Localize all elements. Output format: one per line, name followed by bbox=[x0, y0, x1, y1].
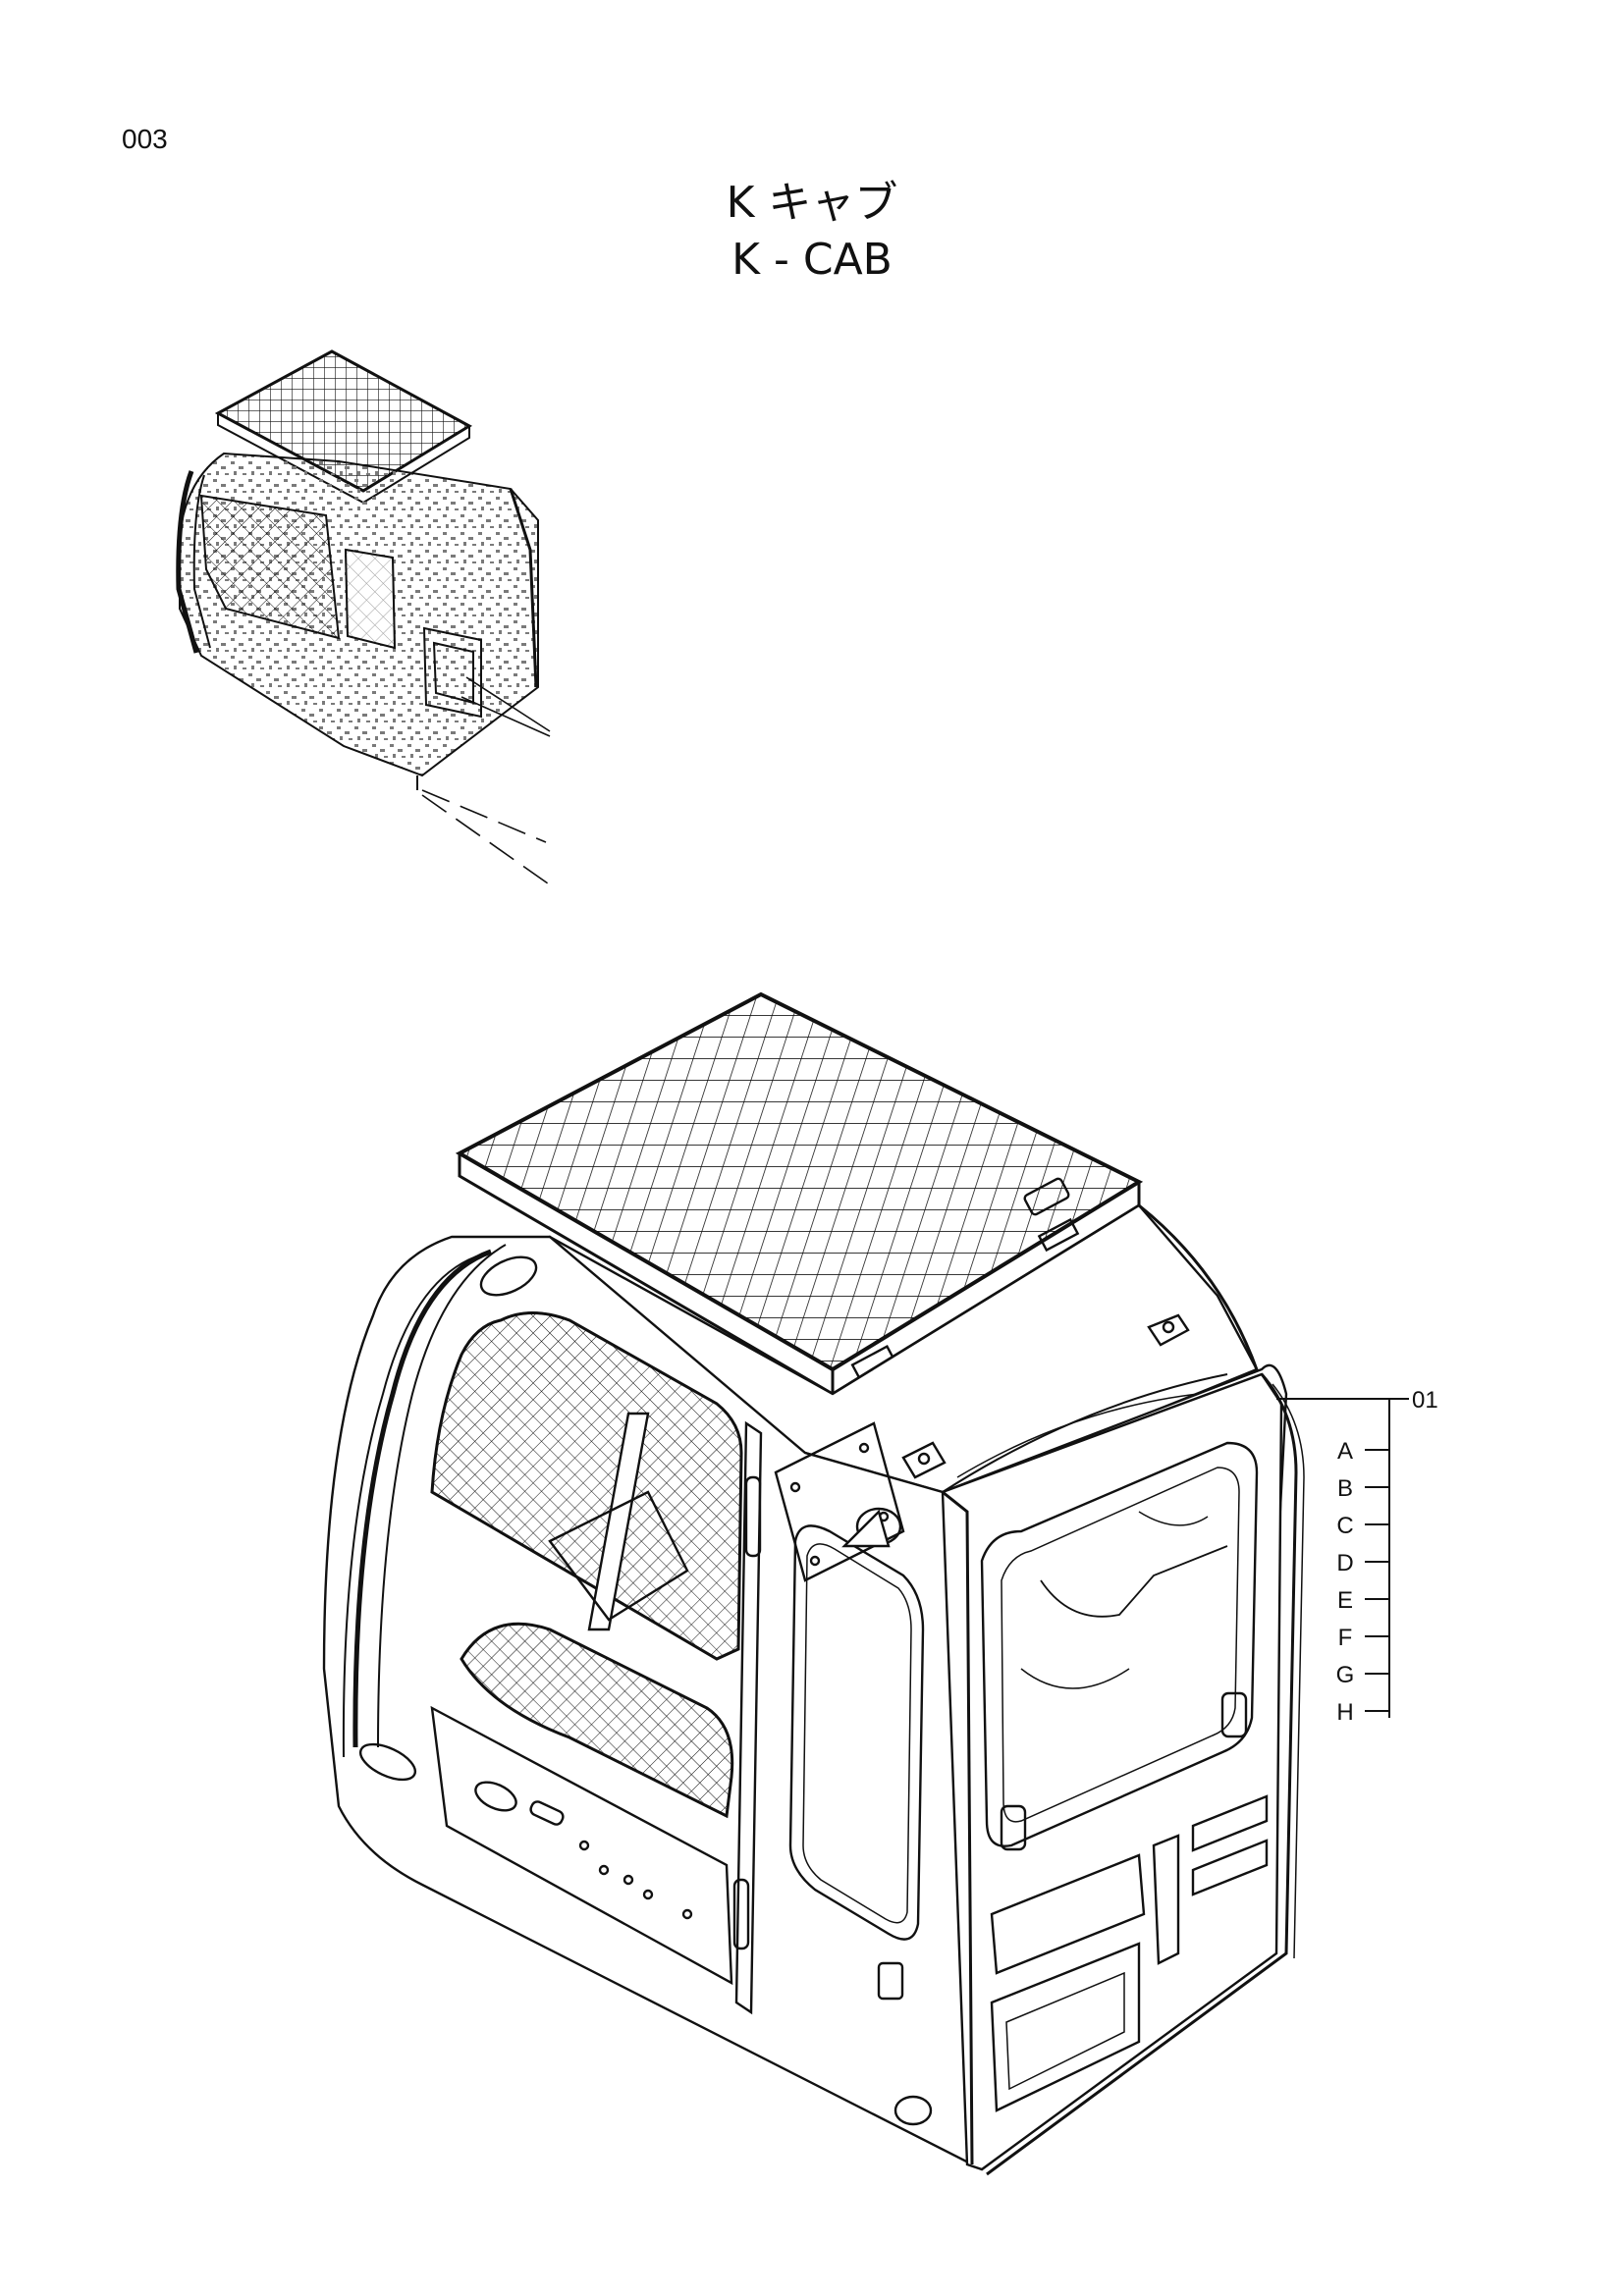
small-cab bbox=[176, 349, 556, 889]
large-cab bbox=[322, 991, 1305, 2176]
callout-g: G bbox=[1336, 1662, 1355, 1688]
callout-01: 01 bbox=[1412, 1387, 1438, 1414]
callout-f: F bbox=[1338, 1625, 1353, 1651]
callout-d: D bbox=[1336, 1550, 1353, 1576]
title-english: K - CAB bbox=[731, 235, 893, 285]
callout-bracket bbox=[1276, 1398, 1409, 1718]
callout-b: B bbox=[1337, 1475, 1353, 1502]
callout-e: E bbox=[1337, 1587, 1353, 1614]
page-number: 003 bbox=[122, 124, 168, 154]
callout-c: C bbox=[1336, 1513, 1353, 1539]
page-title: K キャブ K - CAB bbox=[0, 175, 1624, 289]
callout-h: H bbox=[1336, 1699, 1353, 1726]
callout-a: A bbox=[1337, 1438, 1353, 1465]
title-japanese: K キャブ bbox=[726, 178, 898, 228]
side-window bbox=[788, 1524, 925, 1941]
front-window bbox=[980, 1441, 1259, 1847]
